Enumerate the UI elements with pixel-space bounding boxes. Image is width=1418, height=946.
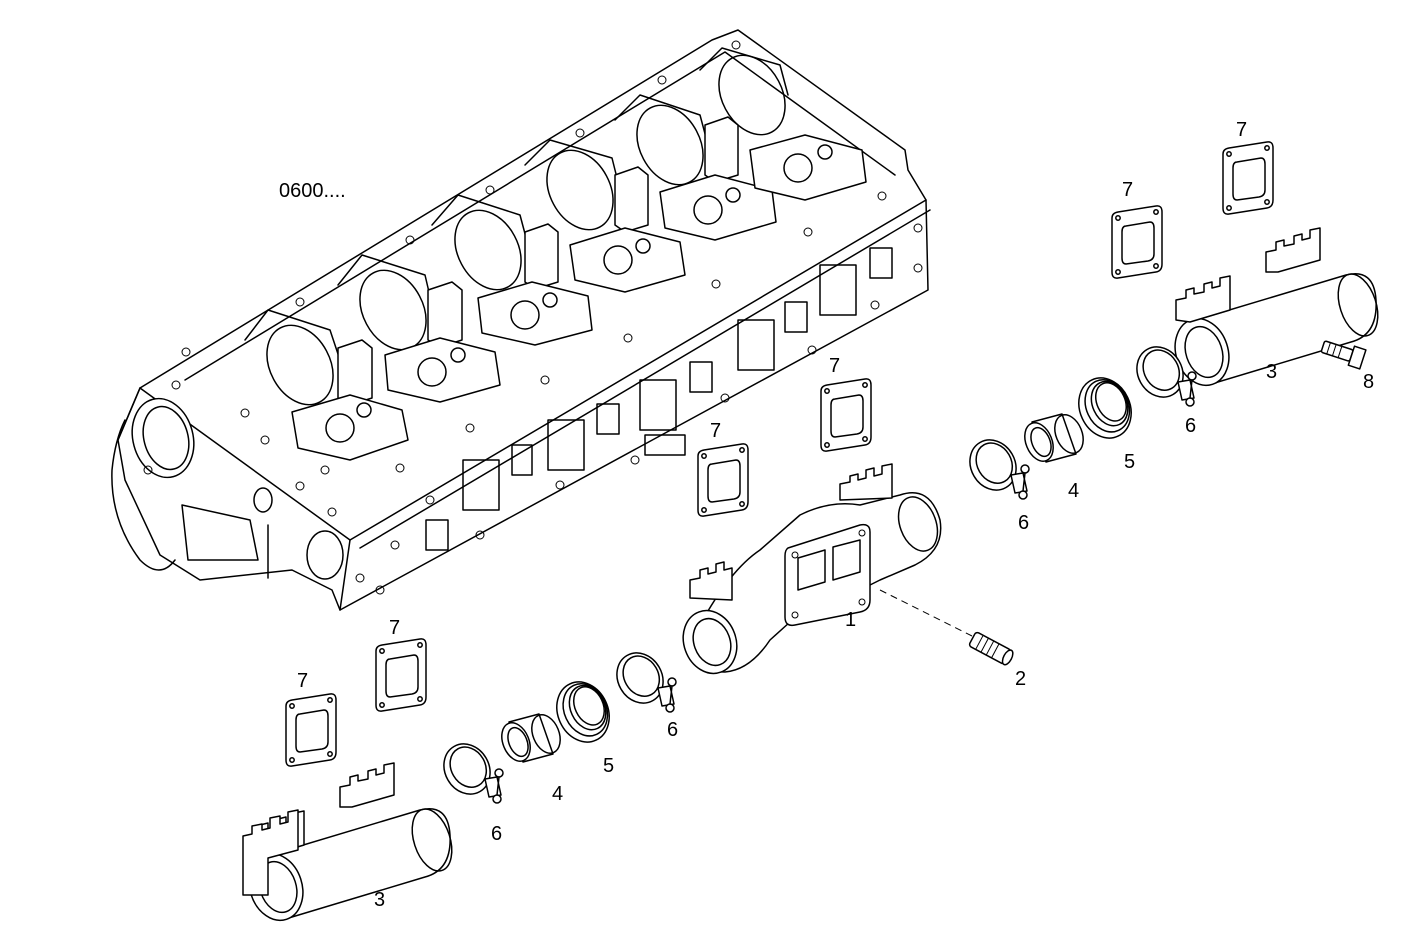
cylinder-bores	[244, 47, 789, 406]
gasket-mid-b	[697, 443, 749, 517]
gasket-low-b	[285, 693, 337, 767]
callout-7-top-a: 7	[1236, 119, 1247, 141]
clamp-left-a	[607, 643, 677, 713]
callout-5-right: 5	[1124, 451, 1135, 473]
cylinder-head	[111, 29, 931, 611]
callout-7-mid-a: 7	[829, 355, 840, 377]
clamp-right-b	[960, 430, 1030, 500]
gasket-top-a	[1222, 141, 1274, 215]
clamp-left-b	[434, 734, 504, 804]
cam-blocks	[337, 116, 739, 406]
exhaust-manifold-center	[682, 463, 973, 675]
callout-6-right-a: 6	[1185, 415, 1196, 437]
callout-2: 2	[1015, 668, 1026, 690]
callout-4-right: 4	[1068, 480, 1079, 502]
manifold-left-end-plate	[242, 809, 299, 896]
callout-7-low-b: 7	[297, 670, 308, 692]
callout-4-left: 4	[552, 783, 563, 805]
callout-7-mid-b: 7	[710, 420, 721, 442]
gasket-mid-a	[820, 378, 872, 452]
callout-7-low-a: 7	[389, 617, 400, 639]
callout-6-right-b: 6	[1018, 512, 1029, 534]
bellows-right	[1068, 368, 1142, 448]
reference-label: 0600....	[279, 180, 346, 202]
callout-3-right: 3	[1266, 361, 1277, 383]
sleeve-left	[495, 709, 567, 767]
stud	[968, 631, 1014, 666]
callout-6-left-a: 6	[667, 719, 678, 741]
callout-7-top-b: 7	[1122, 179, 1133, 201]
gasket-low-a	[375, 638, 427, 712]
bellows-left	[546, 672, 620, 752]
port-plates	[291, 134, 867, 461]
bolt-holes	[143, 40, 923, 595]
callout-5-left: 5	[603, 755, 614, 777]
callout-8: 8	[1363, 371, 1374, 393]
callout-1: 1	[845, 609, 856, 631]
exhaust-face	[425, 247, 893, 551]
gasket-top-b	[1111, 205, 1163, 279]
bolt	[1320, 340, 1367, 370]
callout-3-left: 3	[374, 889, 385, 911]
callout-6-left-b: 6	[491, 823, 502, 845]
sleeve-right	[1018, 409, 1090, 467]
